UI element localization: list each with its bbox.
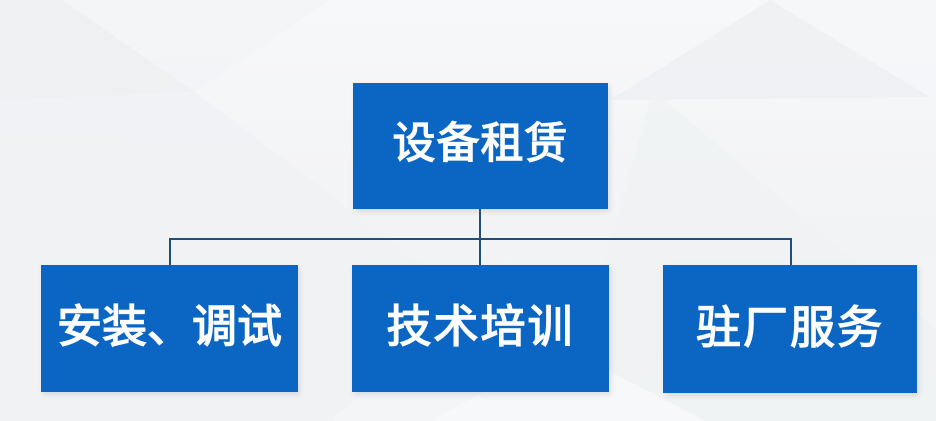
node-label: 驻厂服务: [695, 300, 884, 354]
node-resident-factory-service: 驻厂服务: [663, 265, 917, 393]
node-label: 技术培训: [386, 300, 575, 353]
node-installation-commissioning: 安装、调试: [41, 265, 298, 392]
node-label: 设备租赁: [392, 118, 569, 169]
connector-drop-middle: [479, 238, 481, 266]
node-label: 安装、调试: [56, 300, 282, 353]
connector-root-stem: [479, 209, 481, 239]
connector-drop-left: [169, 238, 171, 266]
node-technical-training: 技术培训: [352, 265, 609, 392]
connector-drop-right: [790, 238, 792, 266]
node-equipment-rental: 设备租赁: [353, 83, 608, 209]
